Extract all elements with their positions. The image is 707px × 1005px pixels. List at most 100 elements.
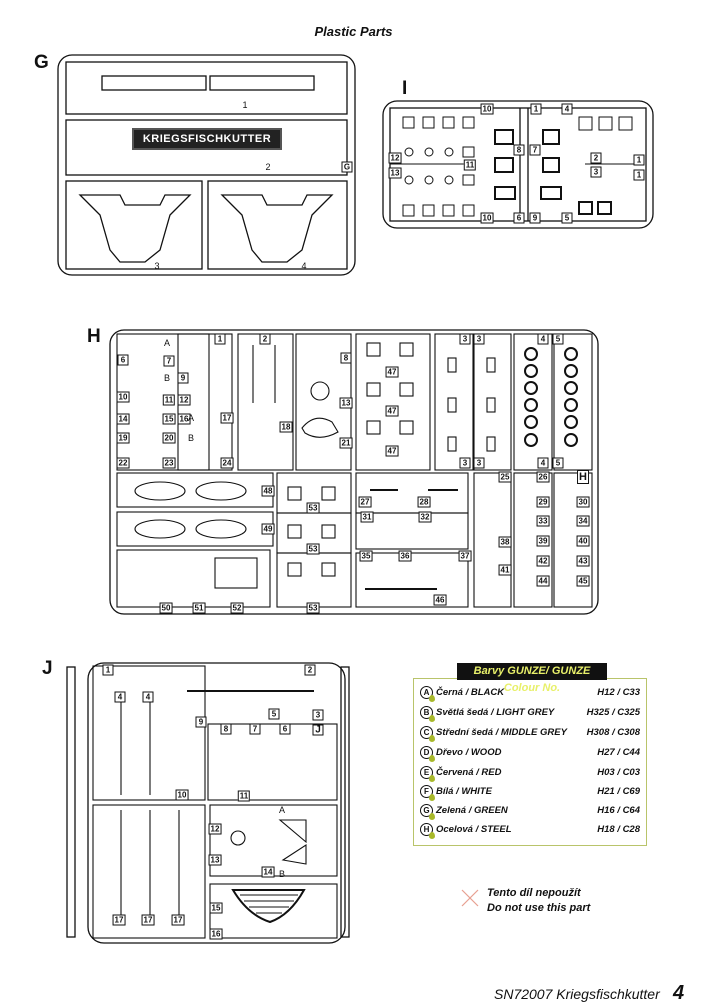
sprue-j-letter: J xyxy=(42,658,53,679)
colour-name: Světlá šedá / LIGHT GREY xyxy=(436,707,555,718)
colour-legend-header: Barvy GUNZE/ GUNZE Colour No. xyxy=(457,663,607,694)
part-number: 21 xyxy=(339,437,353,449)
part-number: 7 xyxy=(249,723,261,735)
part-number: 13 xyxy=(208,854,222,866)
part-number: 46 xyxy=(433,594,447,606)
page-number: 4 xyxy=(673,982,685,1004)
colour-code: H18 / C28 xyxy=(597,824,640,835)
part-number: 6 xyxy=(513,212,525,224)
part-number: 35 xyxy=(359,550,373,562)
part-number: 15 xyxy=(209,902,223,914)
variant-letter: A xyxy=(163,338,171,348)
part-number: 11 xyxy=(162,394,176,406)
colour-key-badge: H xyxy=(420,823,435,839)
colour-code: H27 / C44 xyxy=(597,747,640,758)
part-number: 50 xyxy=(159,602,173,614)
colour-key-badge: D xyxy=(420,746,435,762)
part-number: 17 xyxy=(220,412,234,424)
part-number: 5 xyxy=(552,333,564,345)
do-not-use-mark xyxy=(461,889,479,907)
part-number: 6 xyxy=(117,354,129,366)
part-number: 13 xyxy=(388,167,402,179)
part-number: 9 xyxy=(177,372,189,384)
part-number: 12 xyxy=(388,152,402,164)
colour-code: H12 / C33 xyxy=(597,687,640,698)
part-number: 31 xyxy=(360,511,374,523)
variant-letter: A xyxy=(187,413,195,423)
part-number: 47 xyxy=(385,405,399,417)
part-number: 10 xyxy=(480,212,494,224)
part-number: 49 xyxy=(261,523,275,535)
colour-code: H325 / C325 xyxy=(586,707,640,718)
part-number: 22 xyxy=(116,457,130,469)
colour-code: H308 / C308 xyxy=(586,727,640,738)
part-number: 5 xyxy=(268,708,280,720)
sprue-code: H xyxy=(577,470,589,484)
part-number: 8 xyxy=(340,352,352,364)
part-number: 44 xyxy=(536,575,550,587)
part-number: 3 xyxy=(473,333,485,345)
part-number: 53 xyxy=(306,502,320,514)
part-number: 43 xyxy=(576,555,590,567)
part-number: 30 xyxy=(576,496,590,508)
page-title: Plastic Parts xyxy=(314,24,393,39)
part-number: 45 xyxy=(576,575,590,587)
part-number: 4 xyxy=(114,691,126,703)
part-number: 14 xyxy=(116,413,130,425)
part-number: 2 xyxy=(590,152,602,164)
part-number: 19 xyxy=(116,432,130,444)
part-number: 47 xyxy=(385,366,399,378)
part-number: 14 xyxy=(261,866,275,878)
part-number: 10 xyxy=(116,391,130,403)
colour-key-badge: G xyxy=(420,804,435,820)
part-number: 26 xyxy=(536,471,550,483)
part-number: 16 xyxy=(209,928,223,940)
colour-name: Střední šedá / MIDDLE GREY xyxy=(436,727,567,738)
variant-letter: B xyxy=(187,433,195,443)
part-number: 10 xyxy=(175,789,189,801)
part-number: 1 xyxy=(530,103,542,115)
colour-key-badge: F xyxy=(420,785,435,801)
part-number: 11 xyxy=(237,790,251,802)
part-number: 11 xyxy=(463,159,477,171)
part-number: 20 xyxy=(162,432,176,444)
footer-title: SN72007 Kriegsfischkutter xyxy=(494,986,660,1002)
part-number: 29 xyxy=(536,496,550,508)
part-number: 15 xyxy=(162,413,176,425)
sprue-j-drawing xyxy=(66,662,350,944)
note-czech: Tento díl nepoužít xyxy=(487,887,581,899)
part-number: 9 xyxy=(195,716,207,728)
part-number: 2 xyxy=(304,664,316,676)
part-number: 28 xyxy=(417,496,431,508)
part-number: 47 xyxy=(385,445,399,457)
part-number: 48 xyxy=(261,485,275,497)
colour-name: Červená / RED xyxy=(436,767,502,778)
part-number: 38 xyxy=(498,536,512,548)
part-number: 10 xyxy=(480,103,494,115)
part-number: 16 xyxy=(177,413,191,425)
part-number: 12 xyxy=(208,823,222,835)
colour-name: Ocelová / STEEL xyxy=(436,824,512,835)
variant-letter: B xyxy=(163,373,171,383)
part-number: 13 xyxy=(339,397,353,409)
colour-code: H03 / C03 xyxy=(597,767,640,778)
part-number: 33 xyxy=(536,515,550,527)
colour-key-badge: A xyxy=(420,686,435,702)
part-number: 8 xyxy=(513,144,525,156)
part-number: 3 xyxy=(312,709,324,721)
part-number: 2 xyxy=(265,162,271,172)
colour-name: Zelená / GREEN xyxy=(436,805,508,816)
part-number: 1 xyxy=(214,333,226,345)
part-number: 52 xyxy=(230,602,244,614)
part-number: 1 xyxy=(242,100,248,110)
part-number: 34 xyxy=(576,515,590,527)
part-number: 23 xyxy=(162,457,176,469)
